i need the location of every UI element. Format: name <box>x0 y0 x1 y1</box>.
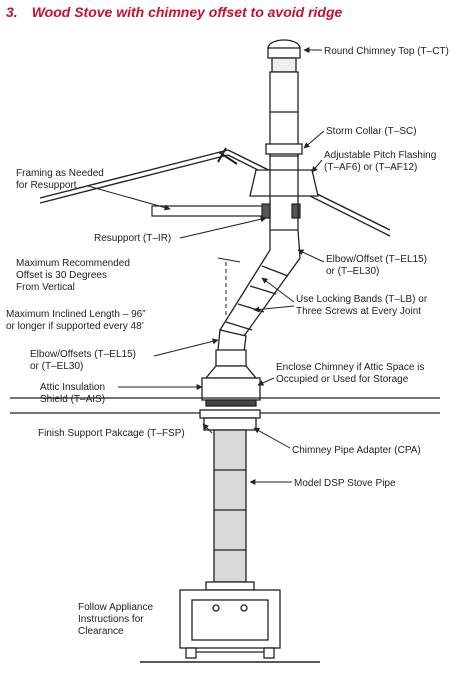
label-line: or longer if supported every 48’ <box>6 321 144 332</box>
pitch-flashing <box>249 154 319 230</box>
label-line: or (T–EL30) <box>30 361 83 372</box>
label-line: (T–AF6) or (T–AF12) <box>324 162 417 173</box>
title-text: Wood Stove with chimney offset to avoid … <box>31 4 343 20</box>
label-line: From Vertical <box>16 282 75 293</box>
label-line: Round Chimney Top (T–CT) <box>324 46 449 57</box>
label-round-chimney-top: Round Chimney Top (T–CT) <box>324 46 449 57</box>
label-line: or (T–EL30) <box>326 266 379 277</box>
label-line: Adjustable Pitch Flashing <box>324 150 436 161</box>
callout-labels: Round Chimney Top (T–CT) Storm Collar (T… <box>6 46 449 637</box>
arrow-storm-collar <box>303 130 325 149</box>
label-line: Use Locking Bands (T–LB) or <box>296 294 428 305</box>
label-line: Attic Insulation <box>40 382 105 393</box>
storm-collar <box>265 143 303 155</box>
callout-arrows <box>87 47 325 485</box>
label-line: Elbow/Offset (T–EL15) <box>326 254 427 265</box>
label-line: Framing as Needed <box>16 168 104 179</box>
arrow-elbow-offset-upper <box>297 249 325 263</box>
stove-pipe <box>213 429 247 583</box>
label-line: Clearance <box>78 626 124 637</box>
offset-pipe <box>218 229 301 337</box>
label-line: Occupied or Used for Storage <box>276 374 409 385</box>
offset-angle-guide <box>217 257 241 316</box>
arrow-enclose-chimney <box>257 377 275 386</box>
label-resupport: Resupport (T–IR) <box>94 233 171 244</box>
arrow-locking-bands-1 <box>261 277 295 303</box>
label-finish-support: Finish Support Pakcage (T–FSP) <box>38 428 185 439</box>
label-pitch-flashing: Adjustable Pitch Flashing(T–AF6) or (T–A… <box>324 150 436 173</box>
label-line: Three Screws at Every Joint <box>296 306 421 317</box>
arrow-chimney-adapter <box>253 427 291 449</box>
title-number: 3. <box>6 4 18 20</box>
framing <box>151 203 301 219</box>
arrow-locking-bands-2 <box>253 305 295 313</box>
label-line: Shield (T–AIS) <box>40 394 105 405</box>
label-line: Elbow/Offsets (T–EL15) <box>30 349 136 360</box>
label-max-inclined: Maximum Inclined Length – 96”or longer i… <box>6 309 146 332</box>
label-line: Maximum Recommended <box>16 258 130 269</box>
label-line: Model DSP Stove Pipe <box>294 478 396 489</box>
wood-stove <box>179 581 281 659</box>
label-line: Maximum Inclined Length – 96” <box>6 309 146 320</box>
label-line: Storm Collar (T–SC) <box>326 126 417 137</box>
label-storm-collar: Storm Collar (T–SC) <box>326 126 417 137</box>
label-line: Finish Support Pakcage (T–FSP) <box>38 428 185 439</box>
lower-elbow <box>215 329 247 367</box>
label-line: Offset is 30 Degrees <box>16 270 107 281</box>
finish-support-package <box>199 409 261 431</box>
label-chimney-adapter: Chimney Pipe Adapter (CPA) <box>292 445 421 456</box>
arrow-elbow-offsets-lower <box>153 338 219 357</box>
label-line: Enclose Chimney if Attic Space is <box>276 362 424 373</box>
attic-insulation-shield <box>201 365 261 407</box>
label-elbow-offsets-lower: Elbow/Offsets (T–EL15)or (T–EL30) <box>30 349 136 372</box>
label-line: Instructions for <box>78 614 144 625</box>
page-title: 3. Wood Stove with chimney offset to avoi… <box>6 4 342 20</box>
label-line: for Resupport <box>16 180 77 191</box>
label-elbow-offset-upper: Elbow/Offset (T–EL15)or (T–EL30) <box>326 254 427 277</box>
arrow-resupport <box>179 216 267 239</box>
vertical-chimney-pipe <box>269 71 299 157</box>
arrow-pitch-flashing <box>311 159 323 173</box>
label-line: Follow Appliance <box>78 602 153 613</box>
arrow-finish-support <box>202 423 213 434</box>
arrow-framing <box>87 185 171 211</box>
label-line: Chimney Pipe Adapter (CPA) <box>292 445 421 456</box>
chimney-top <box>267 39 301 73</box>
label-line: Resupport (T–IR) <box>94 233 171 244</box>
label-stove-pipe: Model DSP Stove Pipe <box>294 478 396 489</box>
